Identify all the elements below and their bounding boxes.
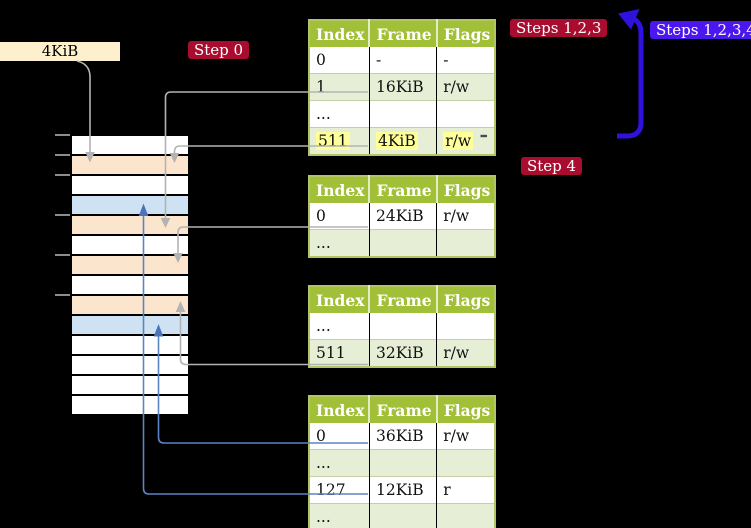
memory-frame-row-white (72, 376, 188, 396)
table-cell (436, 100, 496, 128)
column-header-index: Index (309, 286, 370, 313)
address-tick (55, 214, 70, 216)
table-row: ... (309, 449, 496, 477)
table-row: 511 4KiB r/w (309, 127, 496, 156)
table-cell: 127 (316, 481, 346, 499)
memory-frame-row-white (72, 176, 188, 196)
table-row: 0 -- (309, 47, 496, 74)
badge-steps-1-2-3-4: Steps 1,2,3,4 (650, 21, 751, 39)
table-cell: ... (316, 508, 331, 526)
memory-frame-row-wheat (72, 296, 188, 316)
table-row: ... (309, 503, 496, 528)
column-header-frame: Frame (368, 396, 437, 423)
highlighted-value: 511 (316, 132, 350, 150)
table-cell: 32KiB (368, 339, 437, 367)
physical-memory-strip (70, 134, 190, 416)
highlighted-value: r/w (443, 132, 474, 150)
memory-frame-row-wheat (72, 216, 188, 236)
table-cell: ... (316, 234, 331, 252)
address-tick (55, 254, 70, 256)
address-tick (55, 294, 70, 296)
column-header-frame: Frame (368, 286, 437, 313)
memory-frame-row-white (72, 336, 188, 356)
table-cell: - (368, 47, 437, 74)
table-cell (368, 449, 437, 477)
memory-frame-row-white (72, 276, 188, 296)
memory-frame-row-blue (72, 316, 188, 336)
column-header-flags: Flags (435, 176, 496, 203)
column-header-index: Index (309, 176, 370, 203)
table-cell: 24KiB (368, 203, 437, 230)
badge-step-0: Step 0 (188, 41, 250, 59)
table-cell (436, 449, 496, 477)
table-cell (436, 229, 496, 257)
address-tick (55, 174, 70, 176)
big-blue-arrow-line (617, 16, 644, 139)
big-blue-arrowhead-icon (618, 9, 640, 30)
column-header-flags: Flags (435, 286, 496, 313)
table-cell: 4KiB (368, 127, 437, 155)
highlighted-value: 4KiB (375, 132, 418, 150)
table-cell (436, 503, 496, 528)
table-cell: ... (316, 317, 331, 335)
badge-step-4: Step 4 (521, 157, 583, 175)
memory-frame-row-white (72, 356, 188, 376)
frame-size-label-box: 4KiB (0, 42, 120, 61)
table-cell: 0 (316, 51, 326, 69)
table-cell: r/w (436, 339, 496, 367)
memory-frame-row-white (72, 136, 188, 156)
memory-frame-row-white (72, 236, 188, 256)
table-cell: 511 (309, 128, 369, 156)
memory-frame-row-white (72, 396, 188, 414)
table-cell: r (436, 476, 496, 504)
table-cell (368, 503, 437, 528)
table-cell: ... (316, 454, 331, 472)
column-header-index: Index (309, 396, 370, 423)
memory-frame-row-wheat (72, 256, 188, 276)
table-row: ... (309, 313, 496, 340)
table-cell: r/w (436, 203, 496, 230)
table-cell: ... (316, 105, 331, 123)
address-tick (55, 154, 70, 156)
column-header-frame: Frame (368, 20, 437, 47)
table-cell: 12KiB (368, 476, 437, 504)
table-cell: 0 (316, 427, 326, 445)
table-cell: 36KiB (368, 423, 437, 450)
table-cell: 0 (316, 207, 326, 225)
badge-steps-1-2-3: Steps 1,2,3 (510, 19, 608, 37)
table-cell (368, 229, 437, 257)
table-cell: r/w (436, 423, 496, 450)
column-header-index: Index (309, 20, 370, 47)
column-header-flags: Flags (435, 20, 496, 47)
address-tick (55, 134, 70, 136)
table-cell: r/w (436, 127, 496, 155)
table-row: ... (309, 100, 496, 128)
table-cell: r/w (436, 73, 496, 101)
table-cell: 511 (316, 344, 346, 362)
column-header-flags: Flags (435, 396, 496, 423)
memory-frame-row-wheat (72, 156, 188, 176)
table-row: ... (309, 229, 496, 257)
table-cell (368, 313, 437, 340)
table-cell: 1 (316, 78, 326, 96)
memory-frame-row-blue (72, 196, 188, 216)
column-header-frame: Frame (368, 176, 437, 203)
table-cell: 16KiB (368, 73, 437, 101)
table-cell: - (436, 47, 496, 74)
table-cell (436, 313, 496, 340)
table-cell (368, 100, 437, 128)
